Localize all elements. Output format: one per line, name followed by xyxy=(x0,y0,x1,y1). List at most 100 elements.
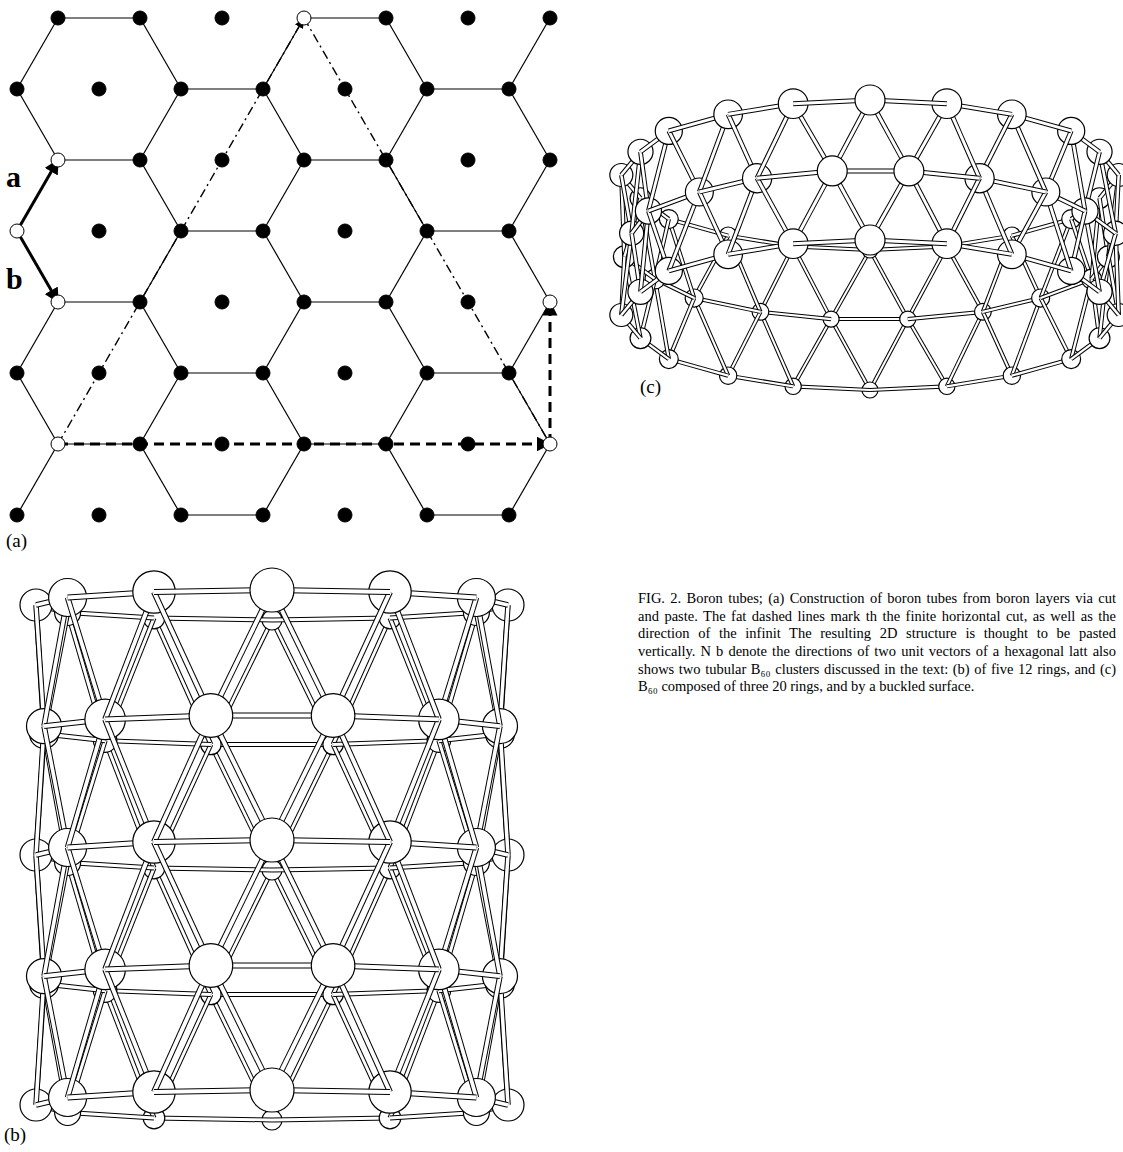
boron-atom xyxy=(297,153,311,167)
bond-outline xyxy=(500,855,508,976)
boron-atom xyxy=(256,508,270,522)
bond-outline xyxy=(44,848,68,977)
panel-label: (c) xyxy=(640,376,661,398)
boron-atom xyxy=(92,508,106,522)
hexagon-edge xyxy=(58,17,140,18)
open-site xyxy=(51,295,65,309)
hexagon-edge xyxy=(263,89,304,160)
hexagon-edge xyxy=(181,372,263,373)
boron-atom xyxy=(215,153,229,167)
hexagon-edge xyxy=(509,18,550,89)
period-arrow xyxy=(549,302,552,444)
hexagon-edge xyxy=(17,302,58,373)
bond xyxy=(947,312,983,387)
chiral-line xyxy=(58,18,304,444)
boron-atom xyxy=(461,437,475,451)
boron-atom xyxy=(92,82,106,96)
bond xyxy=(272,1118,390,1120)
bond-outline xyxy=(908,319,947,386)
panel-label: (b) xyxy=(4,1124,26,1146)
hexagon-edge xyxy=(427,372,509,373)
bond xyxy=(728,312,760,376)
hexagon-edge xyxy=(386,231,427,302)
hexagon-edge xyxy=(509,89,550,160)
boron-atom xyxy=(297,295,311,309)
hexagon-edge xyxy=(509,231,550,302)
bond xyxy=(44,848,68,977)
boron-atom xyxy=(855,85,885,115)
boron-atom xyxy=(10,366,24,380)
boron-atom xyxy=(338,508,352,522)
hexagon-edge xyxy=(427,230,509,231)
bond xyxy=(36,726,44,855)
bond-outline xyxy=(500,726,508,855)
hexagon-edge xyxy=(304,17,386,18)
hexagon-edge xyxy=(263,302,304,373)
bond-outline xyxy=(36,726,44,855)
open-site xyxy=(51,153,65,167)
boron-atom xyxy=(174,366,188,380)
boron-atom xyxy=(379,437,393,451)
bond-outline xyxy=(655,279,669,359)
bond xyxy=(983,312,1012,376)
bond xyxy=(831,318,908,320)
boron-atom xyxy=(250,568,294,612)
boron-atom xyxy=(338,366,352,380)
bond xyxy=(500,855,508,976)
bond-outline xyxy=(728,376,793,387)
boron-atom xyxy=(543,11,557,25)
hexagon-edge xyxy=(427,88,509,89)
bond-outline xyxy=(36,605,44,726)
bond xyxy=(760,312,793,387)
boron-atom xyxy=(297,437,311,451)
hexagon-edge xyxy=(386,89,427,160)
hexagon-edge xyxy=(140,302,181,373)
tubular-cluster-c xyxy=(610,85,1123,398)
hexagon-edge xyxy=(17,444,58,515)
unit-vector-arrow xyxy=(17,160,58,231)
vector-label: b xyxy=(6,262,23,297)
boron-atom xyxy=(215,437,229,451)
boron-atom xyxy=(92,366,106,380)
tubular-cluster-b xyxy=(20,568,524,1130)
boron-atom xyxy=(420,82,434,96)
bond xyxy=(476,598,500,727)
boron-atom xyxy=(174,82,188,96)
boron-atom xyxy=(420,224,434,238)
hexagon-edge xyxy=(181,88,263,89)
bond-outline xyxy=(36,855,44,976)
boron-atom xyxy=(133,295,147,309)
hexagon-edge xyxy=(17,89,58,160)
chiral-line xyxy=(304,18,550,444)
open-site xyxy=(543,295,557,309)
bond xyxy=(36,976,44,1105)
hexagon-edge xyxy=(509,444,550,515)
bond xyxy=(694,298,728,376)
bond-outline xyxy=(760,312,831,319)
bond-outline xyxy=(44,598,68,727)
boron-atom xyxy=(338,82,352,96)
boron-atom xyxy=(543,153,557,167)
bond-outline xyxy=(870,386,947,390)
boron-atom xyxy=(461,153,475,167)
boron-atom xyxy=(256,366,270,380)
hexagon-edge xyxy=(140,18,181,89)
hexagon-edge xyxy=(386,444,427,515)
boron-atom xyxy=(215,295,229,309)
hexagon-edge xyxy=(140,89,181,160)
boron-atom xyxy=(379,153,393,167)
boron-atom xyxy=(92,224,106,238)
hexagon-edge xyxy=(386,373,427,444)
hexagon-edge xyxy=(263,373,304,444)
hexagon-edge xyxy=(181,230,263,231)
bond xyxy=(908,319,947,386)
bond xyxy=(500,605,508,726)
unit-vector-arrow xyxy=(17,231,58,302)
bond xyxy=(36,855,44,976)
hexagon-edge xyxy=(509,160,550,231)
bond-outline xyxy=(272,1118,390,1120)
bond xyxy=(211,993,333,996)
bond xyxy=(36,605,44,726)
bond xyxy=(870,319,908,390)
